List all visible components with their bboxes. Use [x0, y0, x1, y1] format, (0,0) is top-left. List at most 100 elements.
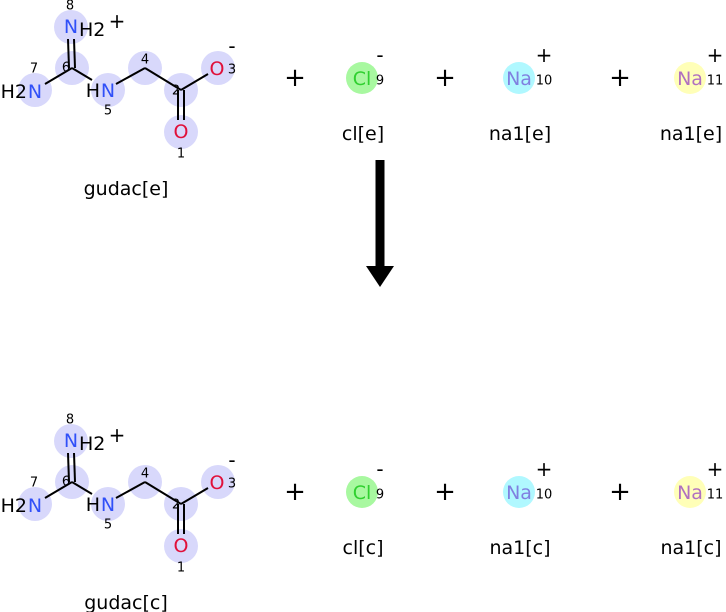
ion-name: na1[e] [489, 123, 551, 145]
atom-highlight-n7 [18, 487, 52, 521]
atom-highlight-o1 [164, 529, 198, 563]
atom-highlight-o3 [201, 51, 235, 85]
ion-highlight [503, 476, 535, 508]
ion-symbol: Cl [353, 482, 372, 504]
ion-highlight [346, 62, 378, 94]
atom-n8-index: 8 [66, 413, 74, 428]
ion-charge: + [536, 43, 553, 67]
plus-sign-2: + [434, 63, 456, 93]
atom-o3: O [210, 58, 225, 80]
plus-sign-1: + [284, 477, 306, 507]
bond [73, 38, 76, 69]
atom-o1: O [174, 121, 189, 143]
bond [73, 452, 76, 483]
atom-highlight-o1 [164, 115, 198, 149]
bond [115, 67, 146, 85]
bond [180, 487, 209, 505]
bond [71, 481, 93, 495]
ion-sodium-10: Na+10 na1[e] [489, 43, 553, 145]
atom-n5-index: 5 [104, 518, 112, 533]
bond [67, 452, 70, 483]
bond [44, 481, 73, 499]
atom-c2-index: 2 [172, 84, 180, 99]
ion-charge: - [376, 457, 383, 481]
ion-charge: + [707, 43, 724, 67]
atom-highlight-o3 [201, 465, 235, 499]
atom-o3-index: 3 [228, 63, 236, 78]
ion-symbol: Cl [353, 68, 372, 90]
bond [144, 67, 182, 91]
atom-o1: O [174, 535, 189, 557]
atom-n8-charge: + [109, 9, 126, 33]
ion-index: 11 [707, 488, 724, 503]
ion-chloride: Cl- 9 cl[e] [342, 43, 384, 145]
bond [144, 481, 182, 505]
ion-symbol: Na [677, 482, 703, 504]
atom-n8-hydrogens: H2 [79, 433, 105, 455]
ion-name: cl[c] [343, 537, 384, 559]
atom-n5-hydrogen: H [86, 80, 100, 102]
atom-n7: N [28, 81, 42, 103]
atom-n5-hydrogen: H [86, 494, 100, 516]
atom-c4-index: 4 [141, 467, 149, 482]
ion-symbol: Na [506, 482, 532, 504]
atom-c6-index: 6 [62, 475, 70, 490]
ion-charge: + [536, 457, 553, 481]
ion-name: na1[e] [660, 123, 722, 145]
ion-index: 9 [376, 488, 384, 503]
atom-c4-index: 4 [141, 53, 149, 68]
atom-c6-index: 6 [62, 61, 70, 76]
atom-n7: N [28, 495, 42, 517]
atom-o3: O [210, 472, 225, 494]
atom-n7-index: 7 [30, 62, 38, 77]
atom-o3-charge: - [228, 448, 235, 472]
ion-name: na1[c] [489, 537, 550, 559]
ion-highlight [674, 62, 706, 94]
atom-n8-index: 8 [66, 0, 74, 14]
atom-o3-index: 3 [228, 477, 236, 492]
atom-highlight-n5 [91, 73, 125, 107]
ion-highlight [674, 476, 706, 508]
bond [180, 73, 209, 91]
plus-sign-3: + [609, 63, 631, 93]
ion-chloride: Cl- 9 cl[c] [343, 457, 385, 559]
ion-charge: - [376, 43, 383, 67]
ion-charge: + [707, 457, 724, 481]
ion-symbol: Na [677, 68, 703, 90]
atom-n5-index: 5 [104, 104, 112, 119]
plus-sign-2: + [434, 477, 456, 507]
reaction-arrow [366, 160, 394, 287]
atom-n5: N [101, 80, 115, 102]
atom-n8-hydrogens: H2 [79, 19, 105, 41]
atom-n5: N [101, 494, 115, 516]
atom-n8-charge: + [109, 423, 126, 447]
atom-highlight-n7 [18, 73, 52, 107]
bond [44, 67, 73, 85]
plus-sign-3: + [609, 477, 631, 507]
bond [71, 67, 93, 81]
molecule-name: gudac[c] [84, 592, 168, 612]
ion-index: 9 [376, 74, 384, 89]
atom-c2-index: 2 [172, 498, 180, 513]
plus-sign-1: + [284, 63, 306, 93]
atom-n8: N [64, 430, 78, 452]
atom-n7-hydrogens: H2 [1, 81, 27, 103]
ion-index: 10 [536, 74, 553, 89]
atom-highlight-n8 [54, 10, 88, 44]
atom-o1-index: 1 [177, 561, 185, 576]
atom-n7-index: 7 [30, 476, 38, 491]
atom-o1-index: 1 [177, 147, 185, 162]
atom-highlight-n8 [54, 424, 88, 458]
ion-highlight [503, 62, 535, 94]
molecule-name: gudac[e] [84, 178, 169, 200]
ion-symbol: Na [506, 68, 532, 90]
ion-name: cl[e] [342, 123, 384, 145]
atom-o3-charge: - [228, 34, 235, 58]
ion-index: 11 [707, 74, 724, 89]
